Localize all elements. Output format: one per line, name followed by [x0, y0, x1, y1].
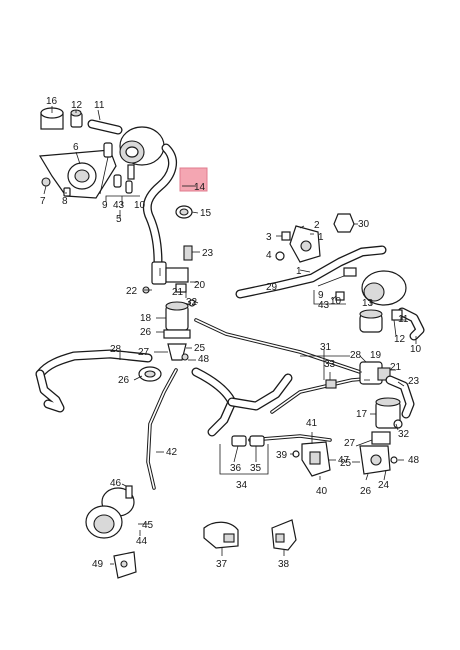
- callout-labels: 16 12 11 6 7 8 9 43 10 5 14 15 23 20 21 …: [40, 96, 422, 570]
- callout-16: 16: [46, 96, 58, 107]
- valve-group-center: [142, 245, 193, 294]
- callout-1: 1: [318, 232, 324, 243]
- callout-28: 28: [110, 344, 122, 355]
- callout-11: 11: [94, 100, 105, 111]
- callout-26-left: 26: [118, 375, 130, 386]
- callout-29: 29: [266, 282, 278, 293]
- callout-37: 37: [216, 559, 228, 570]
- callout-27-center: 27: [138, 347, 150, 358]
- callout-32-center: 32: [186, 297, 198, 308]
- callout-38: 38: [278, 559, 290, 570]
- clip-15: [175, 205, 193, 219]
- callout-36: 36: [230, 463, 242, 474]
- callout-24: 24: [378, 480, 390, 491]
- callout-49: 49: [92, 559, 104, 570]
- callout-47: 47: [338, 455, 350, 466]
- callout-43-right: 43: [318, 300, 330, 311]
- callout-21-center: 21: [172, 287, 184, 298]
- callout-48-right: 48: [408, 455, 420, 466]
- callout-4: 4: [266, 250, 272, 261]
- callout-15: 15: [200, 208, 212, 219]
- callout-44: 44: [136, 536, 148, 547]
- callout-12-right: 12: [394, 334, 406, 345]
- callout-45: 45: [142, 520, 154, 531]
- callout-3: 3: [266, 232, 272, 243]
- hose-14: [142, 143, 178, 267]
- air-pump-upper-group: [38, 107, 165, 199]
- valve-group-right: [359, 361, 415, 475]
- callout-39: 39: [276, 450, 288, 461]
- callout-8: 8: [62, 196, 68, 207]
- callout-28-right: 28: [350, 350, 362, 361]
- callout-23-right: 23: [408, 376, 420, 387]
- pipe-assembly-34: [191, 367, 378, 447]
- callout-40: 40: [316, 486, 328, 497]
- callout-10-far-right: 10: [410, 344, 422, 355]
- callout-35: 35: [250, 463, 262, 474]
- callout-1-right: 1: [296, 266, 302, 277]
- callout-34: 34: [236, 480, 248, 491]
- callout-46: 46: [110, 478, 122, 489]
- bracket-38: [271, 519, 297, 551]
- callout-9-left: 9: [102, 200, 108, 211]
- callout-20: 20: [194, 280, 206, 291]
- callout-42: 42: [166, 447, 178, 458]
- resonator-group: [85, 485, 137, 579]
- callout-41: 41: [306, 418, 318, 429]
- callout-5: 5: [116, 214, 122, 225]
- callout-43-left: 43: [113, 200, 125, 211]
- callout-26-center: 26: [140, 327, 152, 338]
- vacuum-line-long: [194, 318, 362, 374]
- leader-lines: [43, 106, 417, 565]
- callout-25-right: 25: [340, 458, 352, 469]
- callout-11-right: 11: [398, 314, 409, 325]
- callout-13: 13: [362, 298, 374, 309]
- callout-10-left: 10: [134, 200, 146, 211]
- callout-21-right: 21: [390, 362, 402, 373]
- callout-9-right: 9: [318, 290, 324, 301]
- callout-10-right: 10: [330, 296, 342, 307]
- callout-30: 30: [358, 219, 370, 230]
- pipe-42: [146, 368, 178, 490]
- bracket-40: [292, 441, 331, 477]
- callout-12: 12: [71, 100, 83, 111]
- callout-7: 7: [40, 196, 46, 207]
- callout-22: 22: [126, 286, 138, 297]
- pipe-28: [35, 349, 162, 413]
- callout-2: 2: [314, 220, 320, 231]
- valve-group-18: [163, 299, 196, 361]
- callout-33: 33: [324, 359, 336, 370]
- callout-26-right: 26: [360, 486, 372, 497]
- cover-37: [203, 521, 239, 549]
- callout-18: 18: [140, 313, 152, 324]
- highlight-box: [179, 167, 208, 192]
- callout-6: 6: [73, 142, 79, 153]
- callout-32-right: 32: [398, 429, 410, 440]
- callout-23-top: 23: [202, 248, 214, 259]
- callout-27-right: 27: [344, 438, 356, 449]
- callout-31: 31: [320, 342, 332, 353]
- air-pump-right-group: [235, 213, 425, 341]
- callout-48-center: 48: [198, 354, 210, 365]
- callout-14: 14: [194, 182, 206, 193]
- callout-17: 17: [356, 409, 368, 420]
- callout-19-right: 19: [370, 350, 382, 361]
- callout-25-center: 25: [194, 343, 206, 354]
